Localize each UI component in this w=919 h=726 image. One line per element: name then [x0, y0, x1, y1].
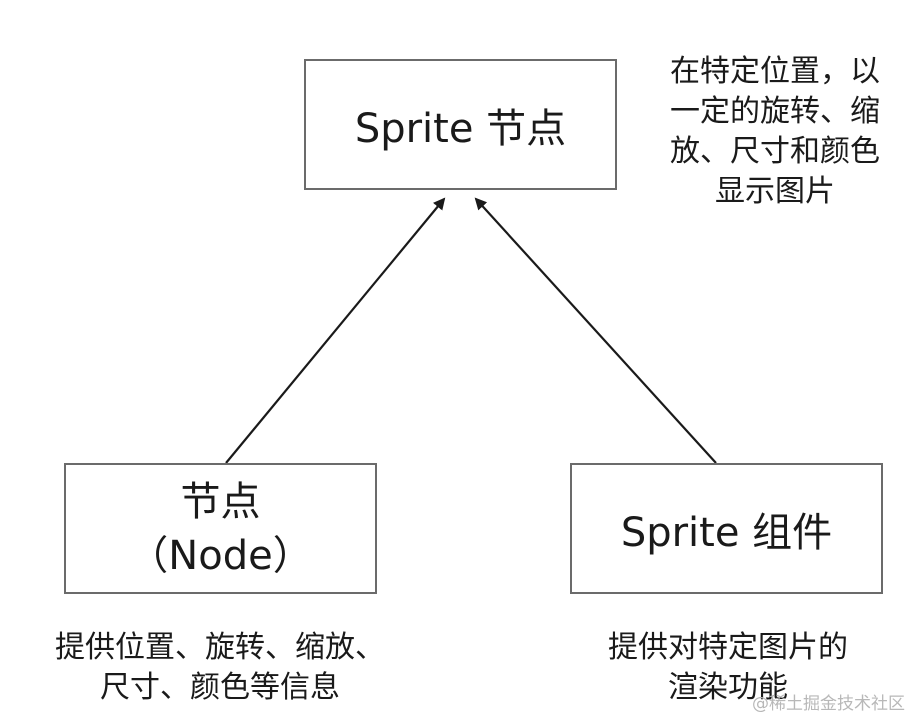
- note-line: 提供位置、旋转、缩放、: [55, 630, 385, 665]
- node-box: 节点 （Node）: [64, 463, 377, 594]
- arrow-component-to-sprite-node: [474, 197, 717, 464]
- sprite-node-box: Sprite 节点: [304, 59, 617, 190]
- node-note: 提供位置、旋转、缩放、 尺寸、颜色等信息: [20, 628, 420, 708]
- node-label-line2: （Node）: [128, 532, 313, 579]
- note-line: 在特定位置，以: [670, 54, 880, 89]
- note-line: 尺寸、颜色等信息: [100, 670, 340, 705]
- note-line: 渲染功能: [668, 670, 788, 705]
- sprite-component-label: Sprite 组件: [620, 509, 833, 556]
- note-line: 一定的旋转、缩: [670, 94, 880, 129]
- note-line: 显示图片: [715, 174, 835, 209]
- note-line: 提供对特定图片的: [608, 630, 848, 665]
- sprite-node-note: 在特定位置，以 一定的旋转、缩 放、尺寸和颜色 显示图片: [640, 52, 910, 212]
- watermark: @稀土掘金技术社区: [752, 694, 905, 714]
- sprite-component-note: 提供对特定图片的 渲染功能: [548, 628, 908, 708]
- node-label-line1: 节点: [180, 478, 261, 525]
- arrow-node-to-sprite-node: [225, 197, 446, 464]
- sprite-component-box: Sprite 组件: [570, 463, 883, 594]
- sprite-node-label: Sprite 节点: [354, 105, 567, 152]
- note-line: 放、尺寸和颜色: [670, 134, 880, 169]
